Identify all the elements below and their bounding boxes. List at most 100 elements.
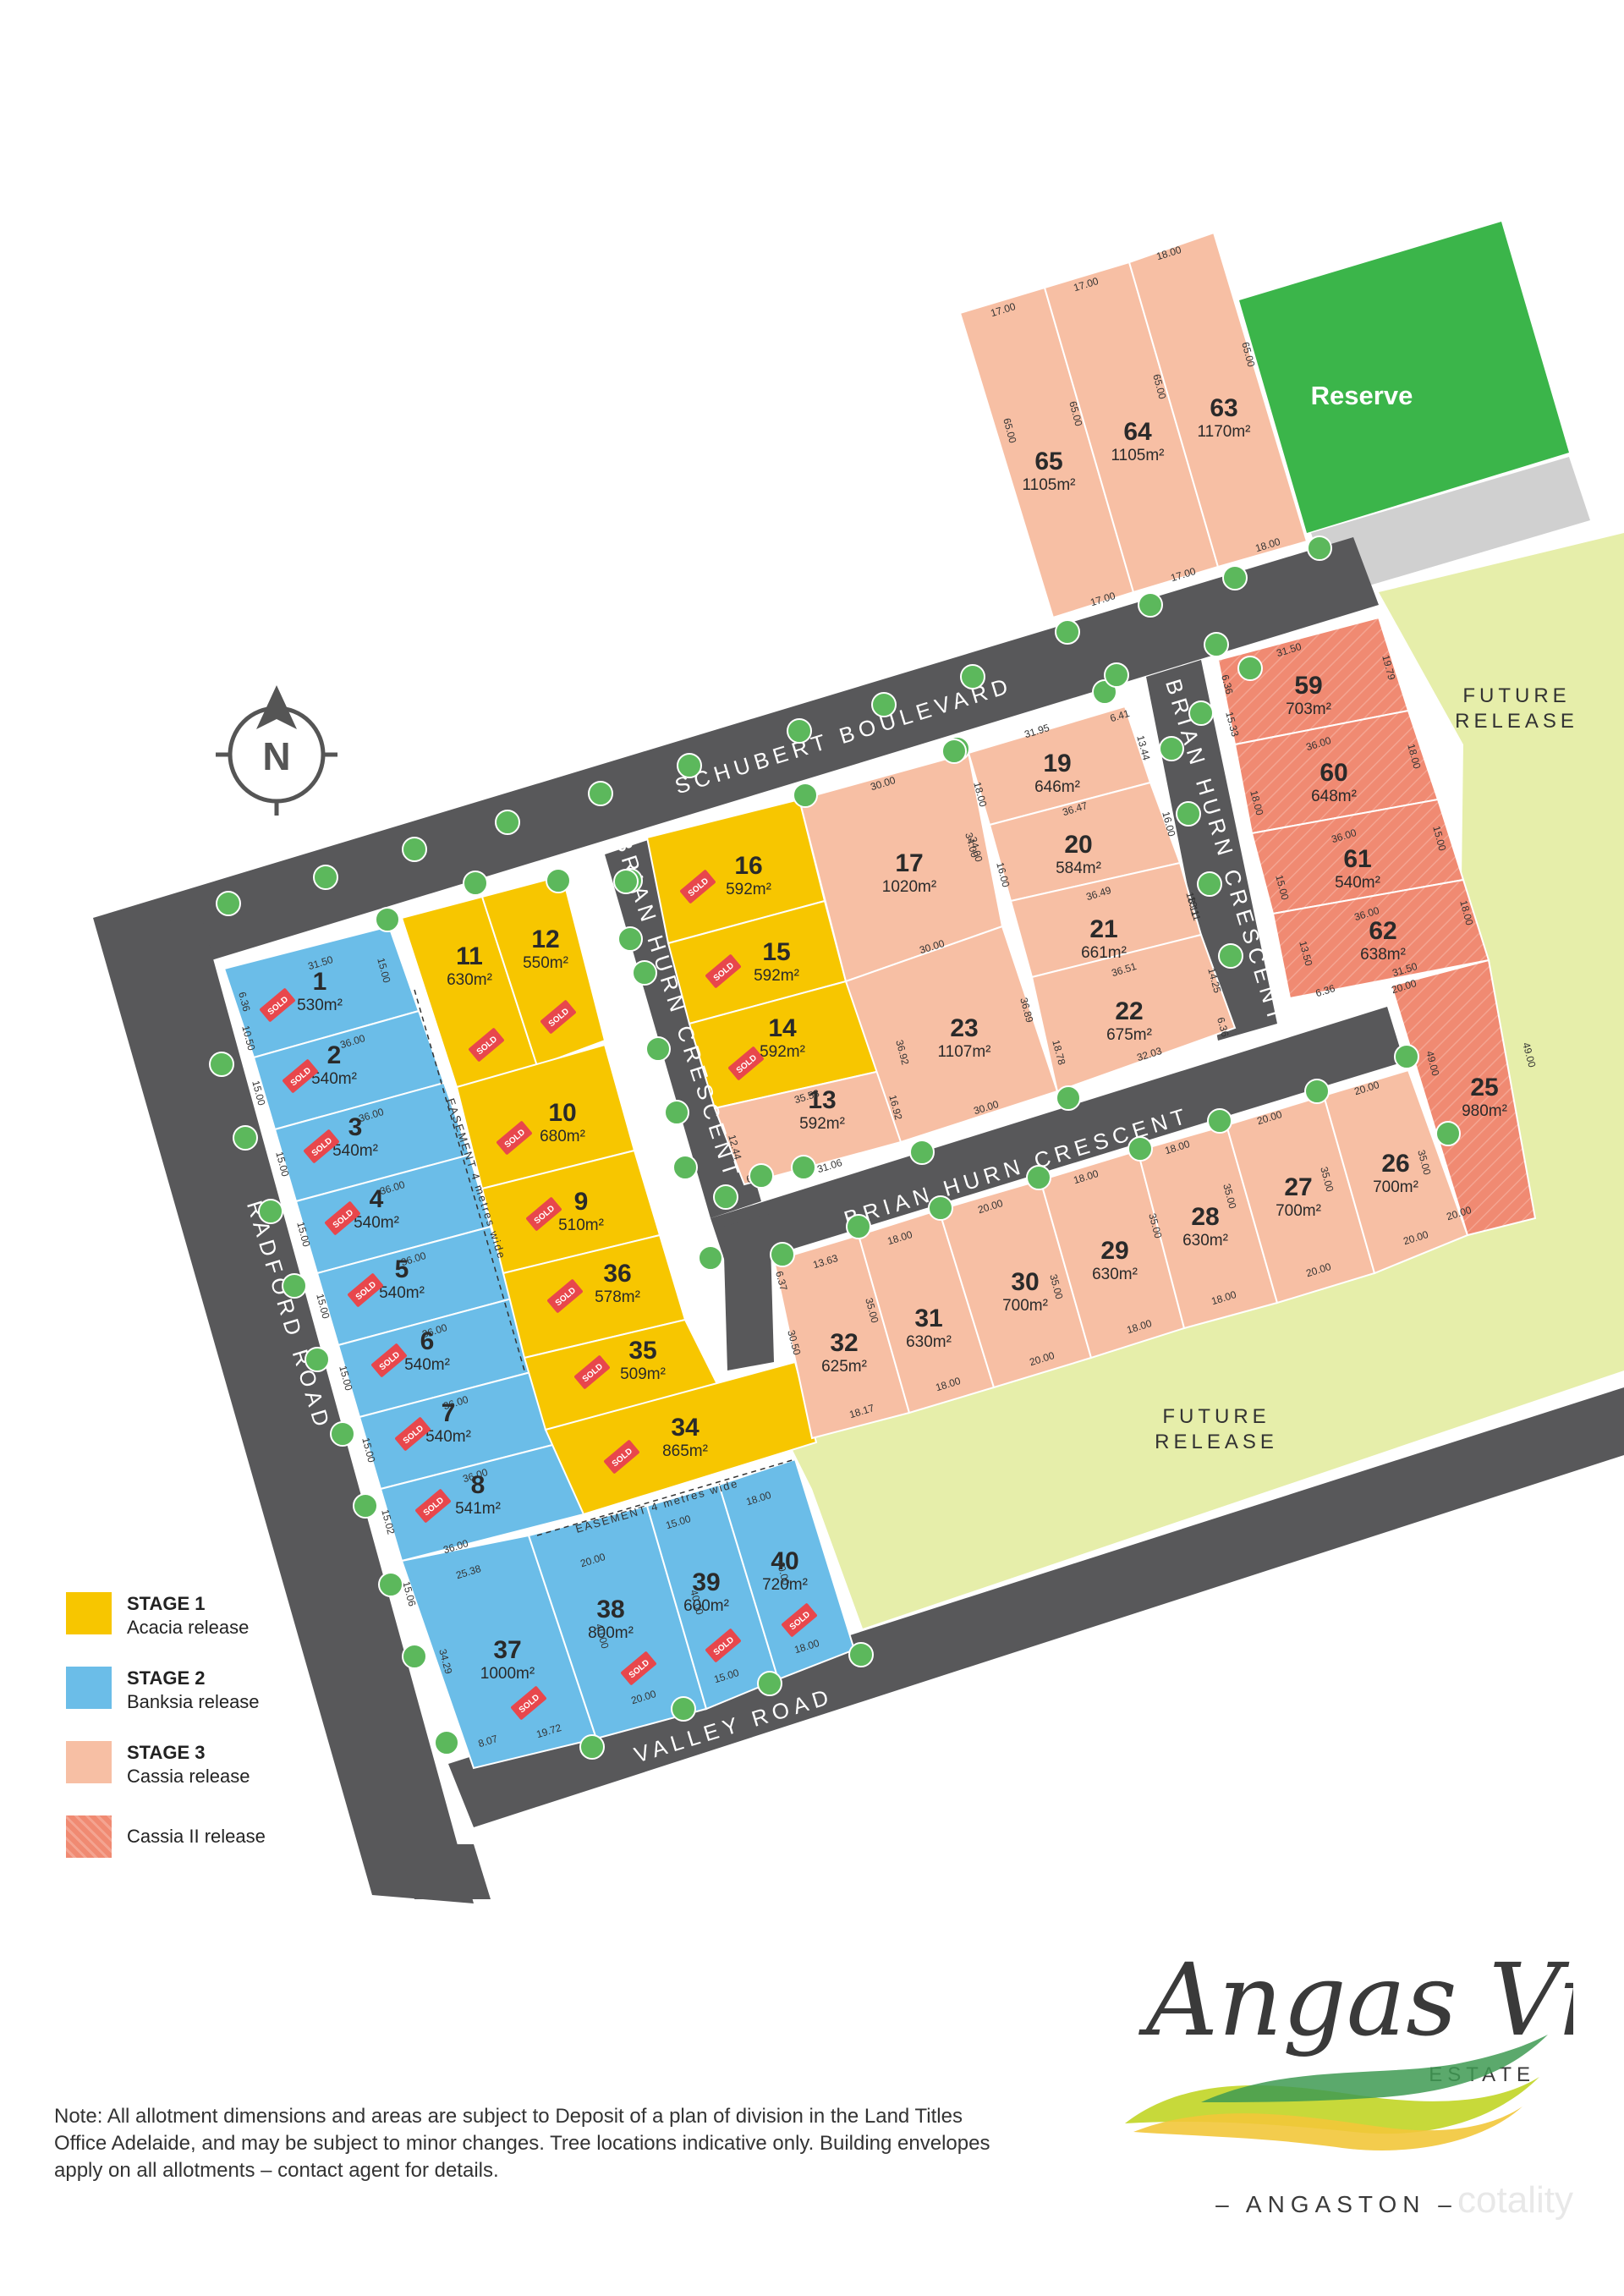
lot-number: 7	[442, 1399, 456, 1427]
lot-number: 12	[531, 926, 559, 953]
lot-area: 630m²	[906, 1333, 952, 1351]
future-release-east-area	[1379, 533, 1624, 1421]
north-arrow-icon: N	[216, 685, 337, 816]
sold-badge: SOLD	[304, 1129, 339, 1163]
legend-swatch-cassia2	[66, 1815, 112, 1858]
logo-swoosh-green-icon	[1201, 2035, 1548, 2102]
tree-icon	[960, 664, 985, 689]
lot-number: 31	[914, 1305, 942, 1332]
tree-icon	[434, 1730, 459, 1755]
lot-number: 28	[1191, 1203, 1219, 1231]
stage3-lots	[713, 231, 1469, 1440]
lot-number: 10	[548, 1099, 576, 1127]
future-release-east-label-line1: FUTURE	[1462, 684, 1570, 707]
lot-number: 64	[1123, 418, 1152, 446]
lot-number: 62	[1369, 917, 1396, 945]
tree-icon	[375, 907, 400, 932]
tree-icon	[1237, 656, 1263, 681]
lot-number: 37	[493, 1636, 521, 1664]
tree-icon	[463, 871, 488, 896]
lot-number: 14	[768, 1014, 797, 1042]
lot-area: 592m²	[726, 881, 771, 898]
lot-area: 1000m²	[480, 1665, 535, 1683]
lot-labels: 1530m²2540m²3540m²4540m²5540m²6540m²7540…	[297, 394, 1507, 1683]
legend-item-cassia2: Cassia II release	[66, 1815, 370, 1858]
lot-number: 3	[348, 1113, 363, 1141]
lot-area: 630m²	[1182, 1232, 1228, 1250]
tree-icon	[1127, 1136, 1153, 1162]
future-release-south-label-line1: FUTURE	[1162, 1405, 1270, 1428]
tree-icon	[1307, 536, 1332, 561]
tree-icon	[378, 1572, 403, 1597]
dimension-label: 6.36	[1219, 673, 1236, 695]
lot-number: 20	[1064, 831, 1092, 859]
legend-stage3-title: STAGE 3	[127, 1742, 206, 1763]
lot-number: 25	[1470, 1074, 1498, 1101]
lot-number: 16	[734, 852, 762, 880]
tree-icon	[1222, 565, 1248, 590]
lot-number: 13	[808, 1086, 836, 1114]
legend-swatch-stage3	[66, 1741, 112, 1783]
tree-icon	[770, 1242, 795, 1267]
lot-area: 865m²	[662, 1442, 708, 1460]
lot-number: 21	[1089, 915, 1117, 943]
tree-icon	[495, 810, 520, 835]
lot-number: 5	[395, 1255, 409, 1283]
logo-script-text: Angas Views	[1138, 1942, 1573, 2058]
tree-icon	[1304, 1079, 1330, 1104]
lot-area: 550m²	[523, 954, 568, 972]
tree-icon	[330, 1421, 355, 1447]
lot-number: 27	[1284, 1173, 1312, 1201]
lot-area: 540m²	[354, 1214, 399, 1232]
legend-stage1-title: STAGE 1	[127, 1593, 206, 1614]
tree-icon	[258, 1199, 283, 1224]
lot-12[interactable]	[480, 874, 606, 1068]
logo-swoosh-yellow-icon	[1133, 2106, 1522, 2150]
watermark-text: cotality	[1457, 2179, 1573, 2221]
tree-icon	[313, 865, 338, 890]
tree-icon	[698, 1245, 723, 1271]
lot-area: 592m²	[754, 967, 799, 985]
lot-number: 19	[1043, 750, 1071, 777]
cassia2-lots	[1216, 616, 1537, 1237]
lot-number: 29	[1100, 1237, 1128, 1265]
tree-icon	[645, 1036, 671, 1062]
legend-cassia2-name: Cassia II release	[127, 1826, 266, 1847]
tree-icon	[1056, 1085, 1081, 1111]
lot-number: 23	[950, 1014, 978, 1042]
lot-25[interactable]	[1390, 958, 1537, 1237]
lot-area: 592m²	[799, 1115, 845, 1133]
lot-22[interactable]	[1030, 933, 1237, 1093]
radford-road	[93, 918, 474, 1903]
lot-number: 34	[671, 1414, 700, 1442]
lot-34[interactable]	[544, 1360, 818, 1516]
stage1-lots	[400, 798, 886, 1516]
lot-63[interactable]	[1127, 231, 1309, 569]
tree-icon	[216, 891, 241, 916]
radford-road-stub	[398, 1844, 491, 1899]
tree-icon	[1204, 632, 1229, 657]
lot-area: 661m²	[1081, 944, 1127, 962]
lot-area: 1107m²	[937, 1043, 990, 1061]
tree-icon	[353, 1493, 378, 1519]
north-label: N	[262, 734, 290, 778]
lot-area: 540m²	[332, 1142, 378, 1160]
